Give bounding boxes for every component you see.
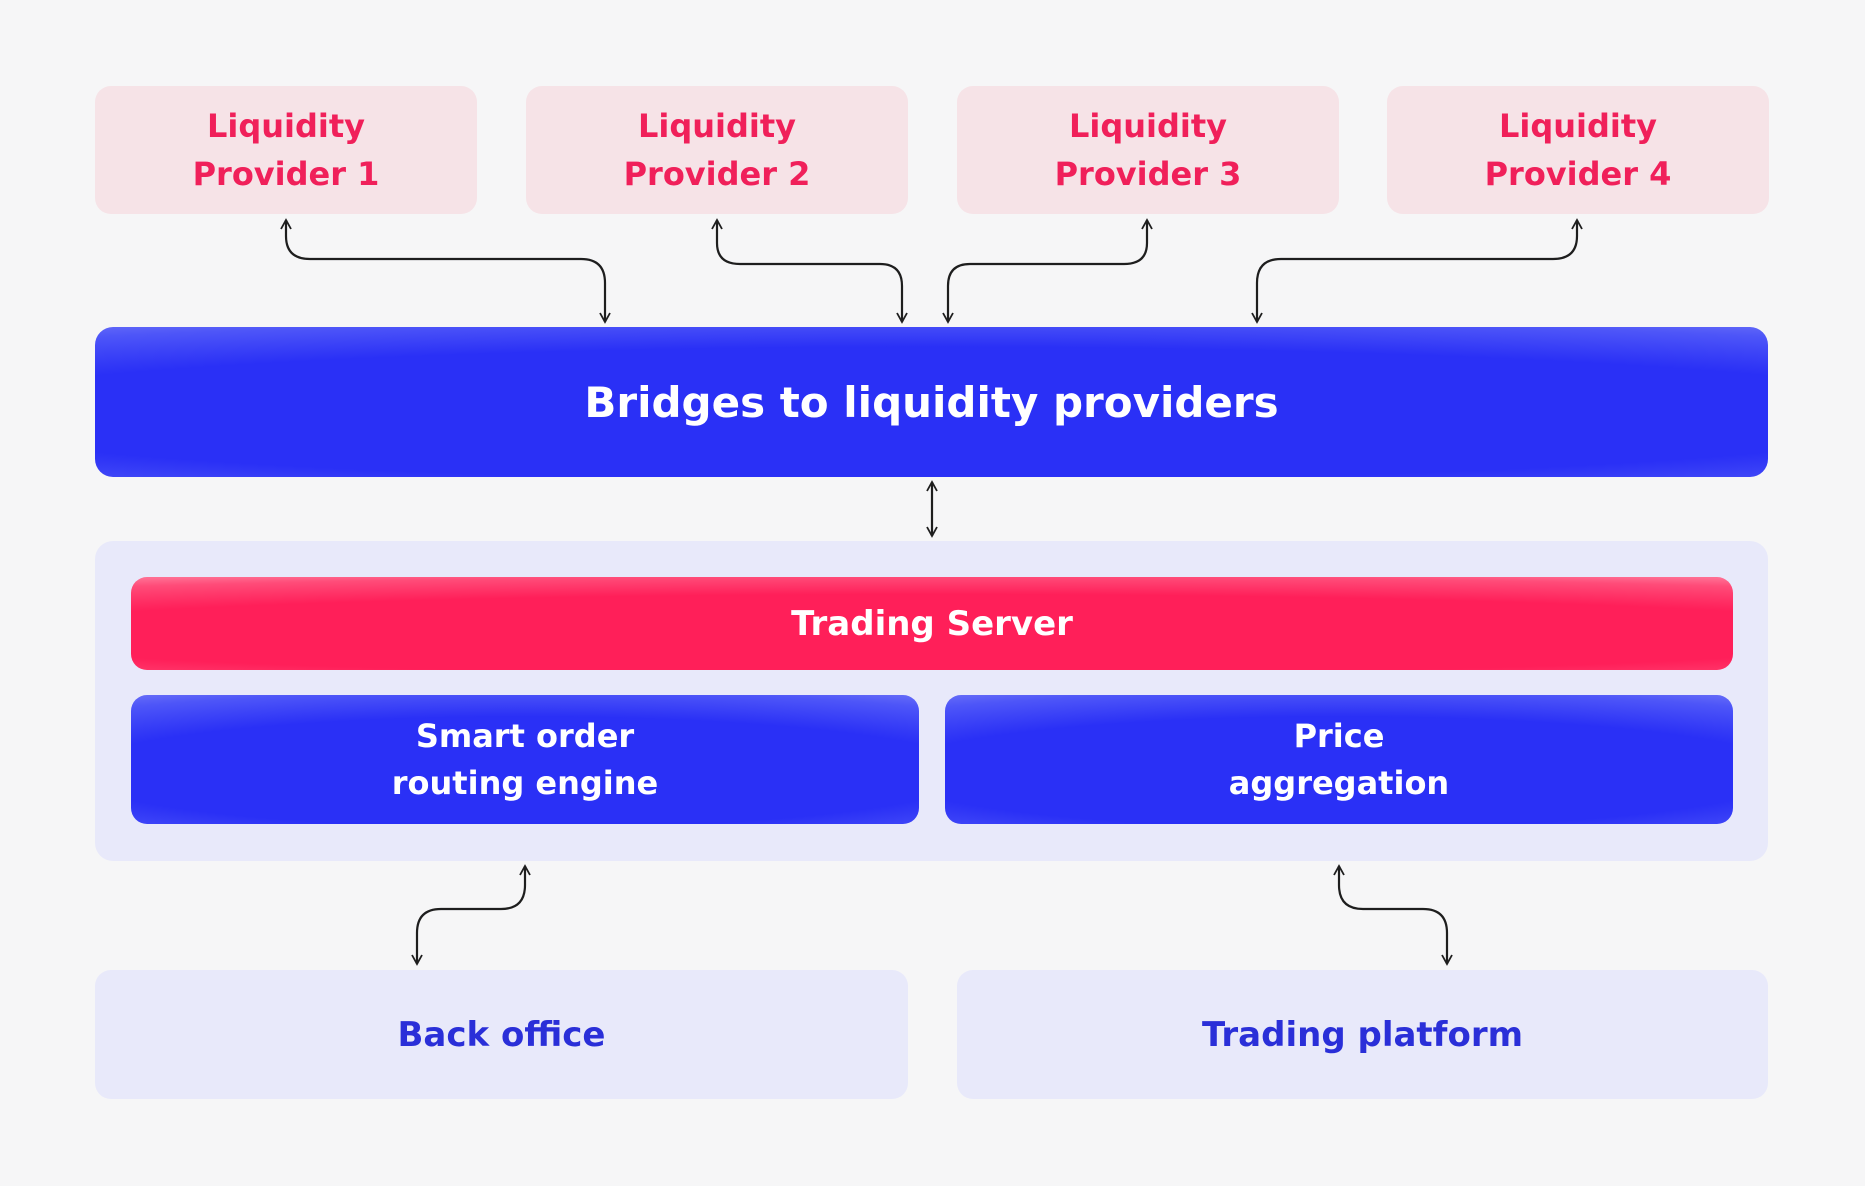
bridges-label: Bridges to liquidity providers xyxy=(584,377,1279,427)
provider-1-line1: Liquidity xyxy=(206,107,366,145)
trading-server-bar: Trading Server xyxy=(131,577,1733,670)
bridges-bar: Bridges to liquidity providers xyxy=(95,327,1768,477)
arrow-provider-1 xyxy=(280,218,611,324)
provider-4-line1: Liquidity xyxy=(1498,107,1658,145)
provider-2-line2: Provider 2 xyxy=(623,155,811,193)
arrow-provider-2 xyxy=(711,218,908,324)
trading-platform-box: Trading platform xyxy=(957,970,1768,1099)
routing-line2: routing engine xyxy=(391,763,659,802)
provider-2-line1: Liquidity xyxy=(637,107,797,145)
provider-3-line2: Provider 3 xyxy=(1054,155,1242,193)
arrow-routing-backoffice xyxy=(411,864,531,966)
price-aggregation: Price aggregation xyxy=(945,695,1733,824)
provider-4-line2: Provider 4 xyxy=(1484,155,1672,193)
smart-order-routing-engine: Smart order routing engine xyxy=(131,695,919,824)
liquidity-provider-2: Liquidity Provider 2 xyxy=(526,86,908,214)
liquidity-provider-4: Liquidity Provider 4 xyxy=(1387,86,1769,214)
arrow-price-platform xyxy=(1333,864,1453,966)
liquidity-provider-1: Liquidity Provider 1 xyxy=(95,86,477,214)
liquidity-provider-3: Liquidity Provider 3 xyxy=(957,86,1339,214)
provider-1-line2: Provider 1 xyxy=(192,155,380,193)
arrow-provider-3 xyxy=(942,218,1153,324)
trading-server-label: Trading Server xyxy=(791,603,1073,644)
back-office-box: Back office xyxy=(95,970,908,1099)
trading-platform-label: Trading platform xyxy=(1201,1014,1524,1055)
price-line1: Price xyxy=(1293,716,1385,755)
arrow-provider-4 xyxy=(1251,218,1583,324)
price-line2: aggregation xyxy=(1228,763,1450,802)
back-office-label: Back office xyxy=(397,1014,606,1055)
routing-line1: Smart order xyxy=(415,716,635,755)
provider-3-line1: Liquidity xyxy=(1068,107,1228,145)
